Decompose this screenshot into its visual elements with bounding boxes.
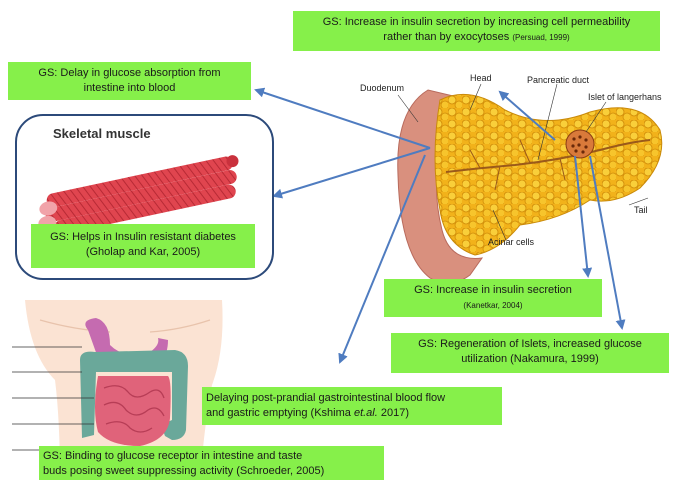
islets-line2: utilization (Nakamura, 1999) — [391, 352, 669, 367]
arrow-to-absorption-box — [256, 90, 430, 148]
top-effect-citation: (Persuad, 1999) — [512, 33, 569, 42]
top-effect-line2: rather than by exocytoses — [383, 31, 509, 43]
label-duodenum: Duodenum — [360, 83, 404, 93]
secretion-effect-box: GS: Increase in insulin secretion (Kanet… — [384, 279, 602, 317]
label-tail: Tail — [634, 205, 648, 215]
skeletal-muscle-title: Skeletal muscle — [53, 126, 151, 141]
absorption-line2: intestine into blood — [8, 81, 251, 96]
top-effect-box: GS: Increase in insulin secretion by inc… — [293, 11, 660, 51]
islets-effect-box: GS: Regeneration of Islets, increased gl… — [391, 333, 669, 373]
gastric-line2-post: 2017) — [378, 407, 409, 419]
islets-line1: GS: Regeneration of Islets, increased gl… — [391, 337, 669, 352]
label-pancreatic-duct: Pancreatic duct — [527, 75, 589, 85]
muscle-effect-line1: GS: Helps in Insulin resistant diabetes — [31, 230, 255, 245]
label-islet: Islet of langerhans — [588, 92, 662, 102]
top-effect-line2-wrap: rather than by exocytoses (Persuad, 1999… — [293, 30, 660, 45]
absorption-effect-box: GS: Delay in glucose absorption from int… — [8, 62, 251, 100]
skeletal-muscle-panel: Skeletal muscle GS: Helps in Insulin res… — [15, 114, 274, 280]
receptor-line2: buds posing sweet suppressing activity (… — [43, 464, 384, 479]
receptor-line1: GS: Binding to glucose receptor in intes… — [43, 449, 384, 464]
small-intestine-shape — [95, 376, 171, 446]
pancreas-illustration — [398, 84, 662, 283]
arrow-to-gastric-box — [340, 155, 425, 362]
receptor-effect-box: GS: Binding to glucose receptor in intes… — [39, 446, 384, 480]
top-effect-line1: GS: Increase in insulin secretion by inc… — [293, 15, 660, 30]
muscle-effect-line2: (Gholap and Kar, 2005) — [31, 245, 255, 260]
label-head: Head — [470, 73, 492, 83]
secretion-line1: GS: Increase in insulin secretion — [384, 283, 602, 298]
muscle-effect-box: GS: Helps in Insulin resistant diabetes … — [31, 224, 255, 268]
gastric-effect-box: Delaying post-prandial gastrointestinal … — [202, 387, 502, 425]
gastric-line2-pre: and gastric emptying (Kshima — [206, 407, 354, 419]
label-acinar-cells: Acinar cells — [488, 237, 534, 247]
gastric-line2-em: et.al. — [354, 407, 378, 419]
gastric-line2-wrap: and gastric emptying (Kshima et.al. 2017… — [206, 406, 502, 421]
gastric-line1: Delaying post-prandial gastrointestinal … — [206, 391, 502, 406]
secretion-citation: (Kanetkar, 2004) — [384, 298, 602, 313]
absorption-line1: GS: Delay in glucose absorption from — [8, 66, 251, 81]
